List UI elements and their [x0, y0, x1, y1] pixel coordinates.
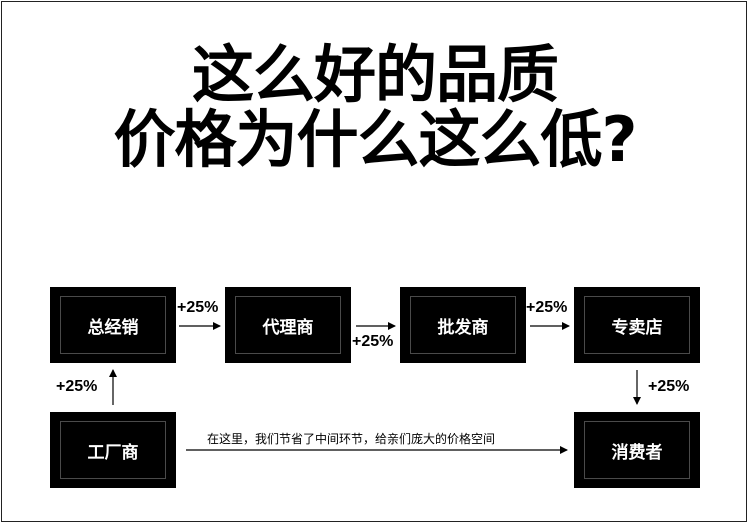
headline-line-2: 价格为什么这么低?: [113, 103, 638, 176]
node-factory: 工厂商: [50, 412, 176, 488]
node-specialty-store-label: 专卖店: [584, 296, 690, 354]
node-consumer-label: 消费者: [584, 421, 690, 479]
node-wholesaler-label: 批发商: [410, 296, 516, 354]
node-general-distributor: 总经销: [50, 287, 176, 363]
markup-agent-to-wholesaler: +25%: [352, 333, 394, 350]
markup-store-to-consumer: +25%: [648, 378, 690, 395]
direct-channel-note: 在这里，我们节省了中间环节，给亲们庞大的价格空间: [207, 432, 496, 446]
node-general-distributor-label: 总经销: [60, 296, 166, 354]
node-specialty-store: 专卖店: [574, 287, 700, 363]
markup-wholesaler-to-store: +25%: [526, 299, 568, 316]
markup-factory-to-general: +25%: [56, 378, 98, 395]
node-factory-label: 工厂商: [60, 421, 166, 479]
node-agent-label: 代理商: [235, 296, 341, 354]
node-wholesaler: 批发商: [400, 287, 526, 363]
headline-line-1: 这么好的品质: [191, 38, 559, 111]
node-consumer: 消费者: [574, 412, 700, 488]
markup-general-to-agent: +25%: [177, 299, 219, 316]
node-agent: 代理商: [225, 287, 351, 363]
